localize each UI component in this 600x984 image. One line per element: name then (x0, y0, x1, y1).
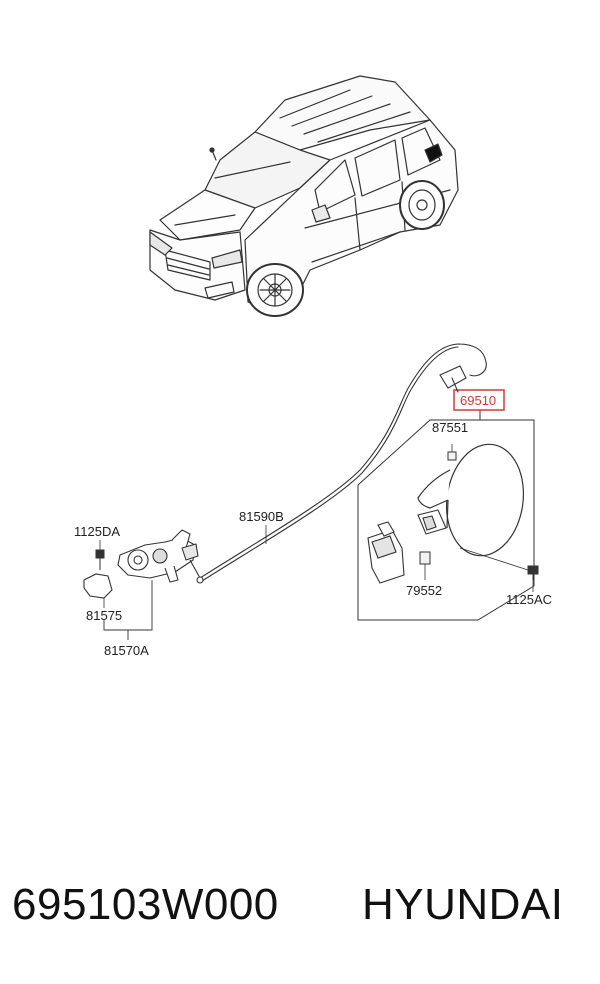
release-lever-bracket (103, 580, 153, 640)
label-87551: 87551 (432, 420, 468, 435)
label-81590b: 81590B (239, 509, 284, 524)
footer-caption: 695103W000 HYUNDAI (0, 880, 600, 950)
filler-door-assy-frame (357, 410, 535, 621)
fuel-filler-door (417, 443, 525, 557)
highlight-box (453, 389, 505, 411)
spring-part (447, 451, 457, 461)
label-1125da: 1125DA (74, 524, 120, 539)
suv-illustration (149, 75, 459, 317)
label-81570a: 81570A (104, 643, 149, 658)
bumper-part (419, 551, 431, 565)
cover-part (83, 573, 113, 599)
part-number: 695103W000 (12, 880, 279, 929)
label-1125ac: 1125AC (506, 592, 552, 607)
label-69510: 69510 (460, 393, 496, 408)
label-81575: 81575 (86, 608, 122, 623)
bolt-part (95, 549, 105, 570)
opener-cable (199, 343, 487, 582)
release-lever-assy (117, 529, 204, 584)
brand-name: HYUNDAI (362, 880, 564, 929)
label-79552: 79552 (406, 583, 442, 598)
housing-part (367, 521, 405, 584)
hinge-bracket (417, 509, 447, 535)
screw-part (527, 565, 539, 580)
